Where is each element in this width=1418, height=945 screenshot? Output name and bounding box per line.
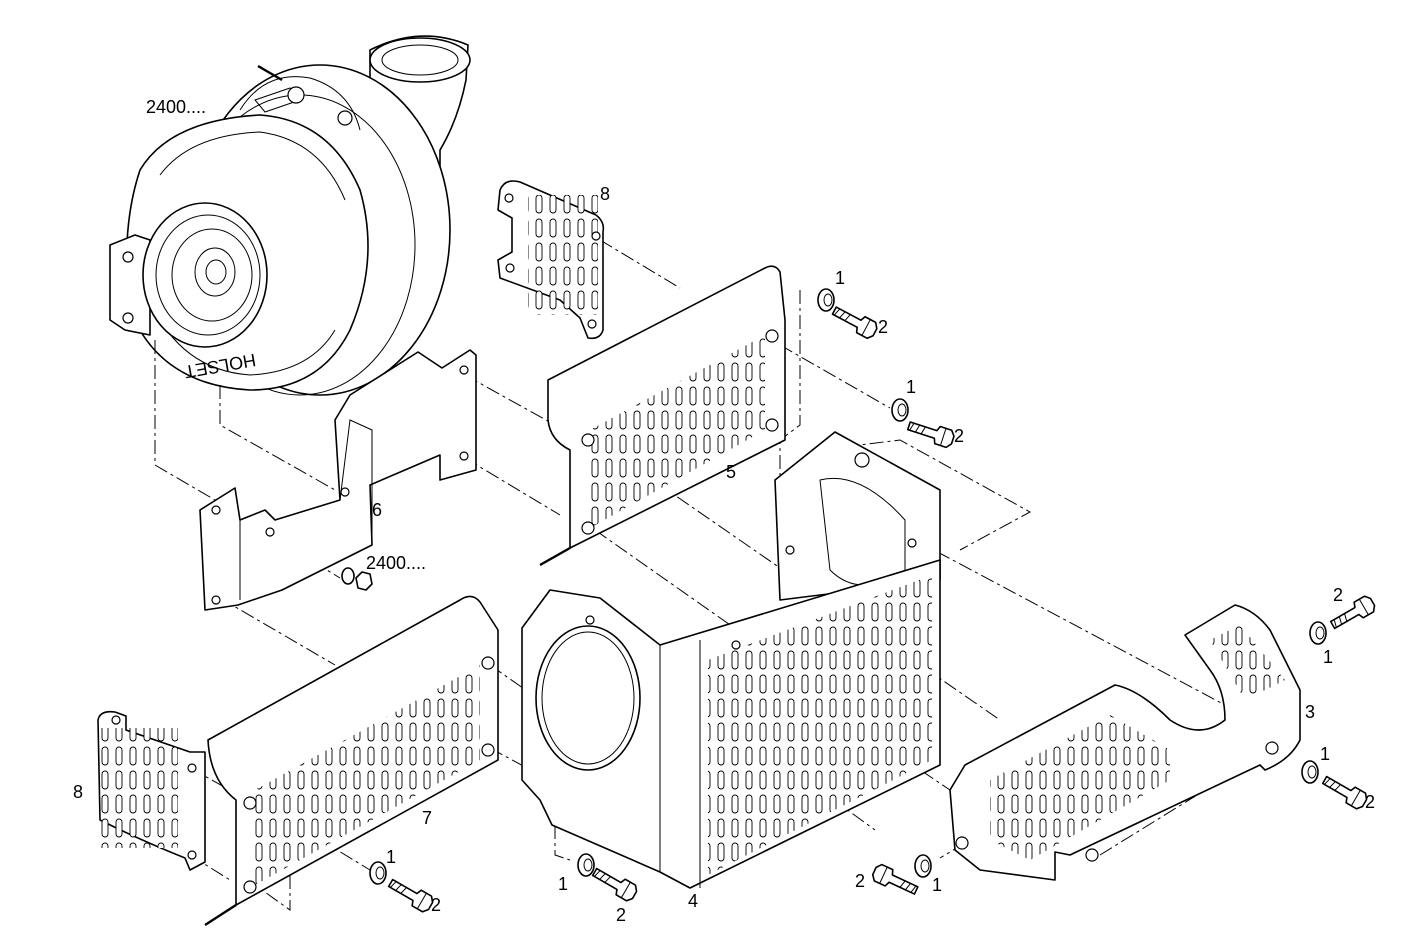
label-part-1: 1 [1323, 647, 1333, 667]
housing-part-4 [521, 431, 941, 889]
label-part-1: 1 [558, 874, 568, 894]
grille-part-3 [949, 604, 1301, 881]
label-turbo-ref: 2400.... [146, 97, 206, 117]
grille-part-8-top [497, 180, 605, 340]
label-part-1: 1 [932, 875, 942, 895]
reference-labels: 2400.... 2400.... 8 8 6 5 7 4 3 1 2 1 2 … [73, 97, 1375, 925]
label-part-4: 4 [688, 891, 698, 911]
label-part-2: 2 [1365, 792, 1375, 812]
grille-part-7 [204, 595, 499, 927]
label-part-1: 1 [835, 268, 845, 288]
label-part-2: 2 [431, 895, 441, 915]
label-part-2: 2 [855, 871, 865, 891]
label-part-3: 3 [1305, 702, 1315, 722]
label-part-8-lower: 8 [73, 782, 83, 802]
nut-drawing [341, 567, 373, 591]
label-part-2: 2 [616, 905, 626, 925]
label-nut-ref: 2400.... [366, 553, 426, 573]
label-part-1: 1 [1320, 744, 1330, 764]
label-part-5: 5 [726, 462, 736, 482]
label-part-2: 2 [1333, 585, 1343, 605]
grille-part-5 [539, 265, 786, 567]
label-part-8-top: 8 [600, 184, 610, 204]
turbocharger-drawing: HOLSET [109, 35, 471, 396]
label-part-7: 7 [422, 808, 432, 828]
bracket-part-6 [199, 349, 477, 611]
label-part-1: 1 [906, 377, 916, 397]
label-part-6: 6 [372, 500, 382, 520]
label-part-2: 2 [954, 426, 964, 446]
grille-part-8-lower [97, 710, 206, 871]
label-part-1: 1 [386, 847, 396, 867]
label-part-2: 2 [878, 317, 888, 337]
